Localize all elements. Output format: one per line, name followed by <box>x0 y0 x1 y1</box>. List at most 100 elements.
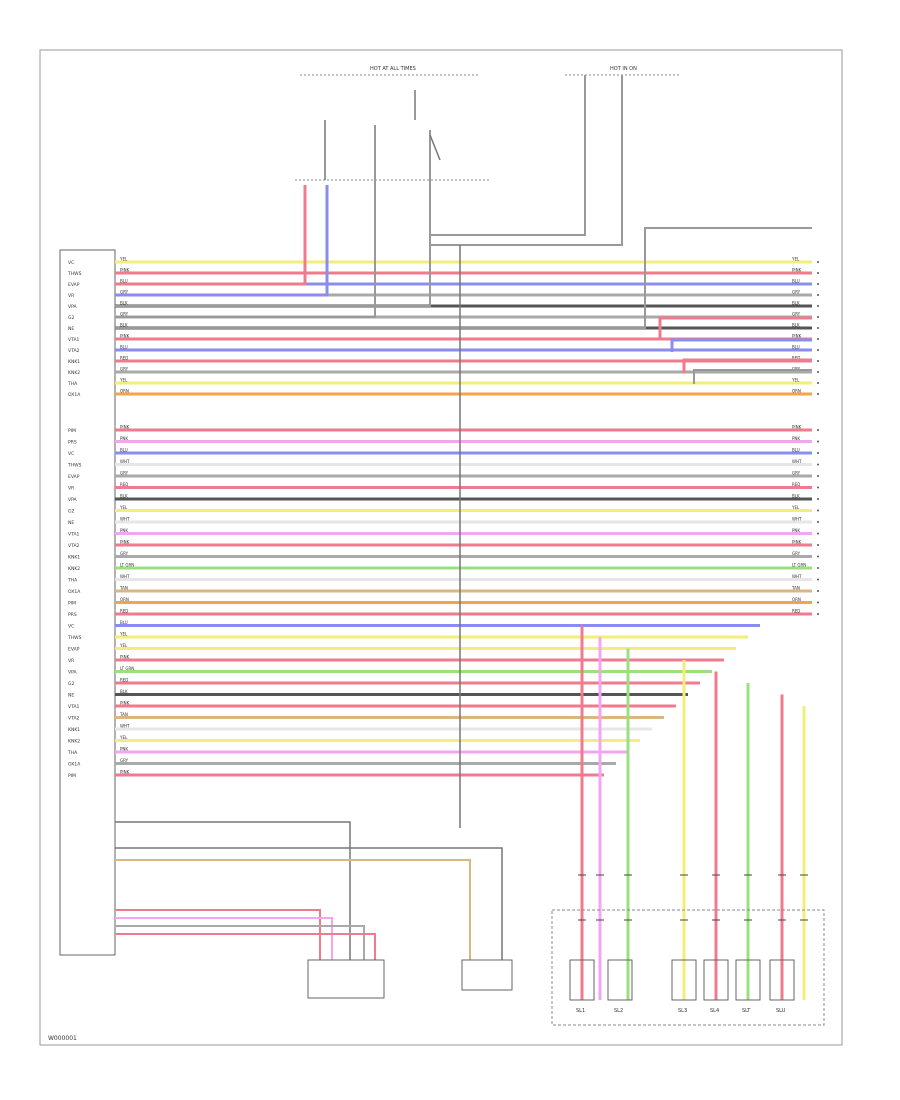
riser-wire <box>670 338 812 352</box>
sensor-wire <box>115 925 365 960</box>
terminal-dot <box>817 429 819 431</box>
wire-color-code: PNK <box>792 436 800 441</box>
wire-color-code: BLU <box>120 620 128 625</box>
riser-wire <box>115 125 376 318</box>
ecm-pin-label: NE <box>68 520 74 526</box>
terminal-dot <box>817 327 819 329</box>
terminal-dot <box>817 283 819 285</box>
ecm-pin-label: EVAP <box>68 474 80 480</box>
terminal-dot <box>817 613 819 615</box>
ecm-pin-label: OX1A <box>68 589 81 595</box>
ecm-pin-label: EVAP <box>68 282 80 288</box>
sensor-wire <box>115 821 351 960</box>
terminal-dot <box>817 349 819 351</box>
riser-wire <box>430 75 586 236</box>
ecm-pin-label: G2 <box>68 315 74 321</box>
ecm-pin-label: VPA <box>68 670 78 676</box>
terminal-dot <box>817 440 819 443</box>
fuse-label: HOT IN ON <box>610 66 637 72</box>
wire-color-code: RED <box>120 609 128 614</box>
wire-color-code: ORN <box>792 597 801 602</box>
wire-color-code: WHT <box>792 459 802 464</box>
ecm-pin-label: VTA2 <box>68 716 80 722</box>
wire-color-code: GRY <box>120 290 129 295</box>
diagram-frame <box>39 49 843 1046</box>
wire-color-code: BLU <box>792 448 800 453</box>
solenoid-slt <box>735 959 761 1001</box>
wire-color-code: BLK <box>120 301 128 306</box>
wire-color-code: WHT <box>120 459 130 464</box>
ecm-pin-label: PIM <box>68 428 76 434</box>
ecm-pin-label: G2 <box>68 509 74 515</box>
terminal-dot <box>817 463 819 466</box>
solenoid-label: SL1 <box>576 1008 585 1014</box>
wire-color-code: PINK <box>792 425 802 430</box>
ecm-pin-label: KNK2 <box>68 739 80 745</box>
wire-color-code: PINK <box>120 334 130 339</box>
wire-color-code: GRY <box>792 471 801 476</box>
solenoid-label: SL2 <box>614 1008 623 1014</box>
terminal-dot <box>817 393 819 395</box>
wire-color-code: BLU <box>120 345 128 350</box>
wire-color-code: PINK <box>792 268 802 273</box>
terminal-dot <box>817 294 819 296</box>
riser-wire <box>682 358 812 373</box>
ecm-pin-label: VTA1 <box>68 337 80 343</box>
wire-color-code: RED <box>792 356 800 361</box>
ecm-pin-label: NE <box>68 693 74 699</box>
terminal-dot <box>817 360 819 362</box>
wire-color-code: PNK <box>120 528 128 533</box>
wire-color-code: PINK <box>120 540 130 545</box>
sensor-wire <box>115 859 471 960</box>
terminal-dot <box>817 521 819 523</box>
solenoid-sl4 <box>703 959 729 1001</box>
ecm-pin-label: OX1A <box>68 762 81 768</box>
wire-color-code: PINK <box>120 425 130 430</box>
wire-color-code: YEL <box>791 257 800 262</box>
solenoid-label: SLT <box>742 1008 751 1014</box>
riser-wire <box>115 185 329 297</box>
wire-color-code: PNK <box>792 528 800 533</box>
ecm-pin-label: VC <box>68 624 74 630</box>
ecm-pin-label: VC <box>68 451 74 457</box>
ecm-pin-label: VR <box>68 658 74 664</box>
wire-color-code: YEL <box>119 643 128 648</box>
ecm-pin-label: VTA2 <box>68 348 80 354</box>
ecm-pin-label: VR <box>68 293 74 299</box>
wire-color-code: PINK <box>120 655 130 660</box>
ecm-pin-label: PIM <box>68 773 76 779</box>
wire-color-code: BLK <box>120 494 128 499</box>
wire-color-code: LT GRN <box>120 666 134 671</box>
terminal-dot <box>817 272 819 274</box>
figure-id: W000001 <box>48 1035 77 1042</box>
solenoid-sl1 <box>569 959 595 1001</box>
ecm-pin-label: KNK2 <box>68 566 80 572</box>
wire-color-code: BLK <box>792 494 800 499</box>
wire-color-code: PINK <box>120 770 130 775</box>
terminal-dot <box>817 567 819 569</box>
wire-color-code: LT GRN <box>792 563 806 568</box>
solenoid-label: SLU <box>776 1008 786 1014</box>
wire-color-code: TAN <box>119 712 128 717</box>
wire-color-code: WHT <box>120 724 130 729</box>
wire-color-code: ORN <box>120 597 129 602</box>
ecm-pin-label: G2 <box>68 681 74 687</box>
wire-color-code: YEL <box>119 505 128 510</box>
sensor-connectors <box>115 821 513 999</box>
ecm-pin-label: VPA <box>68 304 78 310</box>
terminal-dot <box>817 590 819 592</box>
riser-wire <box>115 227 812 329</box>
ecm-pin-label: PRS <box>68 612 77 618</box>
wire-color-code: GRY <box>792 551 801 556</box>
ecm-pin-label: NE <box>68 326 74 332</box>
ecm-pin-label: PRS <box>68 440 77 446</box>
wire-color-code: YEL <box>119 378 128 383</box>
ecm-pin-label: VTA2 <box>68 543 80 549</box>
sensor-connector-box <box>307 959 385 999</box>
ecm-pin-label: KNK1 <box>68 727 80 733</box>
terminal-dot <box>817 555 819 558</box>
wire-color-code: BLU <box>792 279 800 284</box>
wire-color-code: PINK <box>792 540 802 545</box>
wire-color-code: GRY <box>120 551 129 556</box>
